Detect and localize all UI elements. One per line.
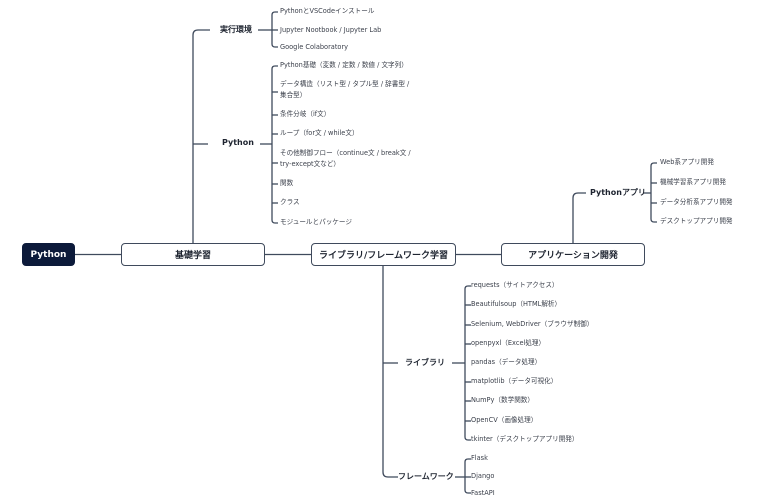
node-basics[interactable]: 基礎学習 [121, 243, 265, 266]
root-node-python[interactable]: Python [22, 243, 75, 266]
branch-library[interactable]: ライブラリ [405, 358, 445, 367]
bracket-python [271, 65, 278, 224]
leaf-lib-6[interactable]: NumPy（数学関数） [471, 396, 534, 404]
leaf-apps-0[interactable]: Web系アプリ開発 [660, 158, 714, 166]
branch-env[interactable]: 実行環境 [220, 25, 252, 34]
leaf-env-1[interactable]: Jupyter Nootbook / Jupyter Lab [280, 26, 382, 34]
leaf-lib-2[interactable]: Selenium, WebDriver（ブラウザ制御） [471, 320, 594, 328]
leaf-apps-2[interactable]: データ分析系アプリ開発 [660, 198, 733, 206]
leaf-apps-1[interactable]: 機械学習系アプリ開発 [660, 178, 726, 186]
node-basics-label: 基礎学習 [174, 251, 211, 261]
leaf-python-4[interactable]: その他制御フロー（continue文 / break文 / try-except… [280, 149, 411, 168]
branch-framework[interactable]: フレームワーク [398, 472, 454, 481]
leaf-fw-0[interactable]: Flask [471, 454, 488, 462]
connector-libs-framework [382, 266, 398, 478]
leaf-fw-1[interactable]: Django [471, 472, 495, 480]
branch-python[interactable]: Python [222, 138, 254, 147]
leaf-lib-1[interactable]: Beautifulsoup（HTML解析） [471, 300, 562, 308]
leaf-fw-2[interactable]: FastAPI [471, 489, 495, 497]
node-libraries-frameworks[interactable]: ライブラリ/フレームワーク学習 [311, 243, 456, 266]
leaf-env-2[interactable]: Google Colaboratory [280, 43, 349, 51]
leaf-python-6[interactable]: クラス [280, 198, 300, 206]
connector-apps-python [572, 192, 586, 243]
leaf-lib-4[interactable]: pandas（データ処理） [471, 358, 542, 366]
connector-basics-env [192, 29, 210, 243]
leaf-env-0[interactable]: PythonとVSCodeインストール [280, 7, 375, 15]
leaf-lib-0[interactable]: requests（サイトアクセス） [471, 281, 559, 289]
root-label: Python [30, 249, 67, 260]
leaf-apps-3[interactable]: デスクトップアプリ開発 [660, 217, 733, 225]
bracket-library [464, 285, 471, 441]
leaf-lib-5[interactable]: matplotlib（データ可視化） [471, 377, 558, 385]
node-app-development[interactable]: アプリケーション開発 [501, 243, 645, 266]
leaf-lib-8[interactable]: tkinter（デスクトップアプリ開発） [471, 435, 579, 443]
branch-python-apps[interactable]: Pythonアプリ [590, 188, 646, 197]
leaf-lib-3[interactable]: openpyxl（Excel処理） [471, 339, 546, 347]
node-apps-label: アプリケーション開発 [528, 251, 618, 261]
leaf-python-0[interactable]: Python基礎（変数 / 定数 / 数値 / 文字列） [280, 61, 408, 69]
leaf-python-1[interactable]: データ構造（リスト型 / タプル型 / 辞書型 / 集合型） [280, 80, 410, 99]
leaf-python-3[interactable]: ループ（for文 / while文） [280, 129, 359, 137]
node-libs-label: ライブラリ/フレームワーク学習 [318, 251, 449, 261]
leaf-lib-7[interactable]: OpenCV（画像処理） [471, 416, 538, 424]
leaf-python-5[interactable]: 関数 [280, 179, 294, 187]
bracket-framework [464, 458, 471, 494]
leaf-python-7[interactable]: モジュールとパッケージ [280, 218, 352, 226]
bracket-python-apps [650, 162, 657, 223]
leaf-python-2[interactable]: 条件分岐（if文） [280, 110, 331, 118]
